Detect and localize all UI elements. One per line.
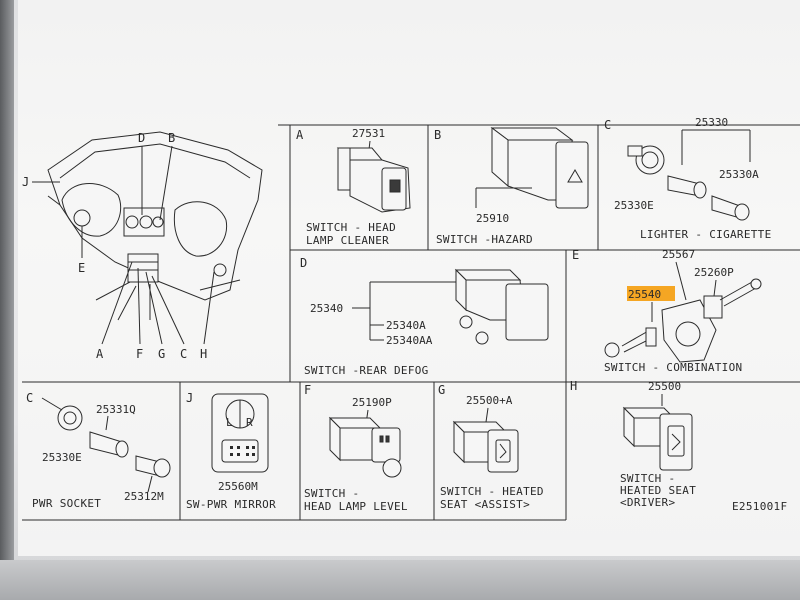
panel-j-power-mirror: J L R 25560M SW-PWR MIRROR: [186, 391, 276, 511]
part-number: 25330: [695, 116, 728, 129]
caption-line: SWITCH -: [304, 487, 359, 500]
diagram-id: E251001F: [732, 500, 787, 513]
part-number-highlighted[interactable]: 25540: [628, 288, 661, 301]
panel-letter: C: [604, 118, 611, 132]
panel-b-hazard: B 25910 SWITCH -HAZARD: [434, 127, 589, 246]
caption-line: HEATED SEAT: [620, 484, 696, 497]
part-number: 25340A: [386, 319, 426, 332]
caption-line: PWR SOCKET: [32, 497, 101, 510]
part-number: 27531: [352, 127, 385, 140]
panel-letter: A: [296, 128, 304, 142]
part-number: 25500+A: [466, 394, 513, 407]
panel-f-head-lamp-level: F 25190P SWITCH - HEAD LAMP LEVEL: [304, 383, 408, 513]
caption-line: SWITCH - COMBINATION: [604, 361, 742, 374]
dashboard-overview: D B J E A F G C H: [22, 131, 263, 361]
part-number: 25567: [662, 248, 695, 261]
panel-letter: C: [26, 391, 33, 405]
caption-line: SWITCH -: [620, 472, 675, 485]
caption-line: SWITCH - HEAD: [306, 221, 396, 234]
part-number: 25910: [476, 212, 509, 225]
caption-line: SEAT <ASSIST>: [440, 498, 530, 511]
part-number: 25190P: [352, 396, 392, 409]
part-number: 25260P: [694, 266, 734, 279]
caption-line: SWITCH -REAR DEFOG: [304, 364, 429, 377]
overview-label-c: C: [180, 347, 187, 361]
caption-line: SWITCH -HAZARD: [436, 233, 533, 246]
parts-diagram: D B J E A F G C H A 27531 SWITCH - HEAD …: [22, 116, 800, 521]
highlight-marker: [627, 286, 675, 301]
panel-letter: J: [186, 391, 193, 405]
part-number: 25331Q: [96, 403, 136, 416]
part-number: 25330E: [42, 451, 82, 464]
monitor-bezel-bottom: [0, 560, 800, 600]
panel-c-cigarette-lighter: C 25330 25330A 25330E LIGHTER - CIGARETT…: [604, 116, 772, 241]
panel-letter: E: [572, 248, 579, 262]
overview-label-f: F: [136, 347, 143, 361]
panel-letter: H: [570, 379, 577, 393]
panel-grid: [22, 124, 800, 521]
overview-label-j: J: [22, 175, 29, 189]
panel-letter: F: [304, 383, 311, 397]
caption-line: LAMP CLEANER: [306, 234, 389, 247]
panel-a-head-lamp-cleaner: A 27531 SWITCH - HEAD LAMP CLEANER: [296, 127, 411, 247]
mirror-switch-right: R: [246, 416, 253, 429]
caption-line: LIGHTER - CIGARETTE: [640, 228, 772, 241]
parts-diagram-sheet: D B J E A F G C H A 27531 SWITCH - HEAD …: [18, 0, 800, 556]
mirror-switch-left: L: [226, 416, 233, 429]
caption-line: HEAD LAMP LEVEL: [304, 500, 408, 513]
part-number: 25340: [310, 302, 343, 315]
panel-e-combination: E 25567 25260P 25540 SWITCH - COMBINATIO…: [572, 248, 762, 374]
panel-letter: B: [434, 128, 441, 142]
overview-label-b: B: [168, 131, 175, 145]
overview-label-a: A: [96, 347, 104, 361]
caption-line: <DRIVER>: [620, 496, 675, 509]
panel-d-rear-defog: D 25340 25340A 25340AA SWITCH -REAR DEFO…: [300, 256, 549, 377]
part-number: 25500: [648, 380, 681, 393]
part-number: 25340AA: [386, 334, 433, 347]
part-number: 25330E: [614, 199, 654, 212]
part-number: 25312M: [124, 490, 164, 503]
part-number: 25560M: [218, 480, 258, 493]
panel-h-heated-seat-driver: H 25500 SWITCH - HEATED SEAT <DRIVER>: [570, 379, 696, 509]
overview-label-e: E: [78, 261, 85, 275]
panel-letter: D: [300, 256, 307, 270]
panel-g-heated-seat-assist: G 25500+A SWITCH - HEATED SEAT <ASSIST>: [438, 383, 544, 511]
caption-line: SWITCH - HEATED: [440, 485, 544, 498]
panel-letter: G: [438, 383, 445, 397]
monitor-bezel-left: [0, 0, 14, 600]
overview-label-g: G: [158, 347, 165, 361]
panel-c-power-socket: C 25331Q 25330E 25312M PWR SOCKET: [26, 391, 171, 510]
overview-label-h: H: [200, 347, 207, 361]
overview-label-d: D: [138, 131, 145, 145]
caption-line: SW-PWR MIRROR: [186, 498, 276, 511]
part-number: 25330A: [719, 168, 759, 181]
